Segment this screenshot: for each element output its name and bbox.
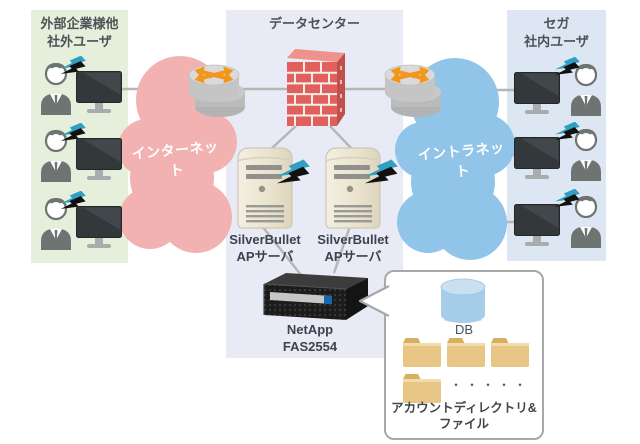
- panel-internal-title-line2: 社内ユーザ: [524, 33, 589, 49]
- panel-datacenter-title: データセンター: [268, 16, 360, 31]
- storage-vendor: NetApp: [286, 322, 334, 337]
- lightning-bolt-icon: [552, 122, 582, 148]
- folder-icon: [446, 336, 486, 368]
- panel-internal-title: セガ 社内ユーザ: [507, 15, 606, 50]
- lightning-bolt-icon: [276, 158, 310, 196]
- server-right-role: APサーバ: [324, 248, 382, 264]
- panel-external-title-line1: 外部企業様他: [40, 16, 119, 31]
- ap-server-left-label: SilverBullet APサーバ: [215, 232, 315, 266]
- workstation-internal-1: [512, 57, 606, 127]
- folder-icon: [402, 336, 442, 368]
- internet-cloud-label: インターネット: [131, 138, 220, 179]
- folder-icon: [490, 336, 530, 368]
- ellipsis-dots: ・・・・・: [450, 378, 531, 392]
- lightning-bolt-icon: [552, 189, 582, 215]
- firewall-icon: [281, 44, 349, 132]
- callout-caption: アカウントディレクトリ& ファイル: [386, 400, 542, 433]
- storage-appliance-icon: [258, 268, 370, 324]
- workstation-external-2: [34, 123, 128, 193]
- lightning-bolt-icon: [364, 158, 398, 196]
- panel-internal-title-line1: セガ: [543, 16, 570, 31]
- storage-contents-callout: DB ・・・・・ アカウントディレクトリ& ファイル: [384, 270, 544, 440]
- workstation-external-1: [34, 56, 128, 126]
- workstation-internal-3: [512, 189, 606, 259]
- callout-caption-line2: ファイル: [438, 417, 489, 432]
- server-left-name: SilverBullet: [229, 232, 301, 247]
- callout-tail: [358, 285, 390, 317]
- storage-label: NetApp FAS2554: [260, 322, 360, 356]
- router-left-icon: [186, 56, 248, 120]
- panel-external-title-line2: 社外ユーザ: [47, 33, 112, 49]
- router-right-icon: [382, 56, 444, 120]
- database-cylinder-icon: [438, 278, 488, 324]
- workstation-internal-2: [512, 122, 606, 192]
- server-right-name: SilverBullet: [317, 232, 389, 247]
- panel-external-title: 外部企業様他 社外ユーザ: [31, 15, 128, 50]
- monitor-icon: [76, 206, 122, 250]
- monitor-icon: [76, 138, 122, 182]
- ap-server-right-label: SilverBullet APサーバ: [303, 232, 403, 266]
- callout-caption-line1: アカウントディレクトリ&: [391, 401, 537, 415]
- intranet-cloud-label: イントラネット: [417, 139, 506, 180]
- storage-model: FAS2554: [282, 338, 338, 354]
- monitor-icon: [76, 71, 122, 115]
- workstation-external-3: [34, 191, 128, 261]
- lightning-bolt-icon: [552, 57, 582, 83]
- server-left-role: APサーバ: [236, 248, 294, 264]
- db-label: DB: [454, 322, 474, 337]
